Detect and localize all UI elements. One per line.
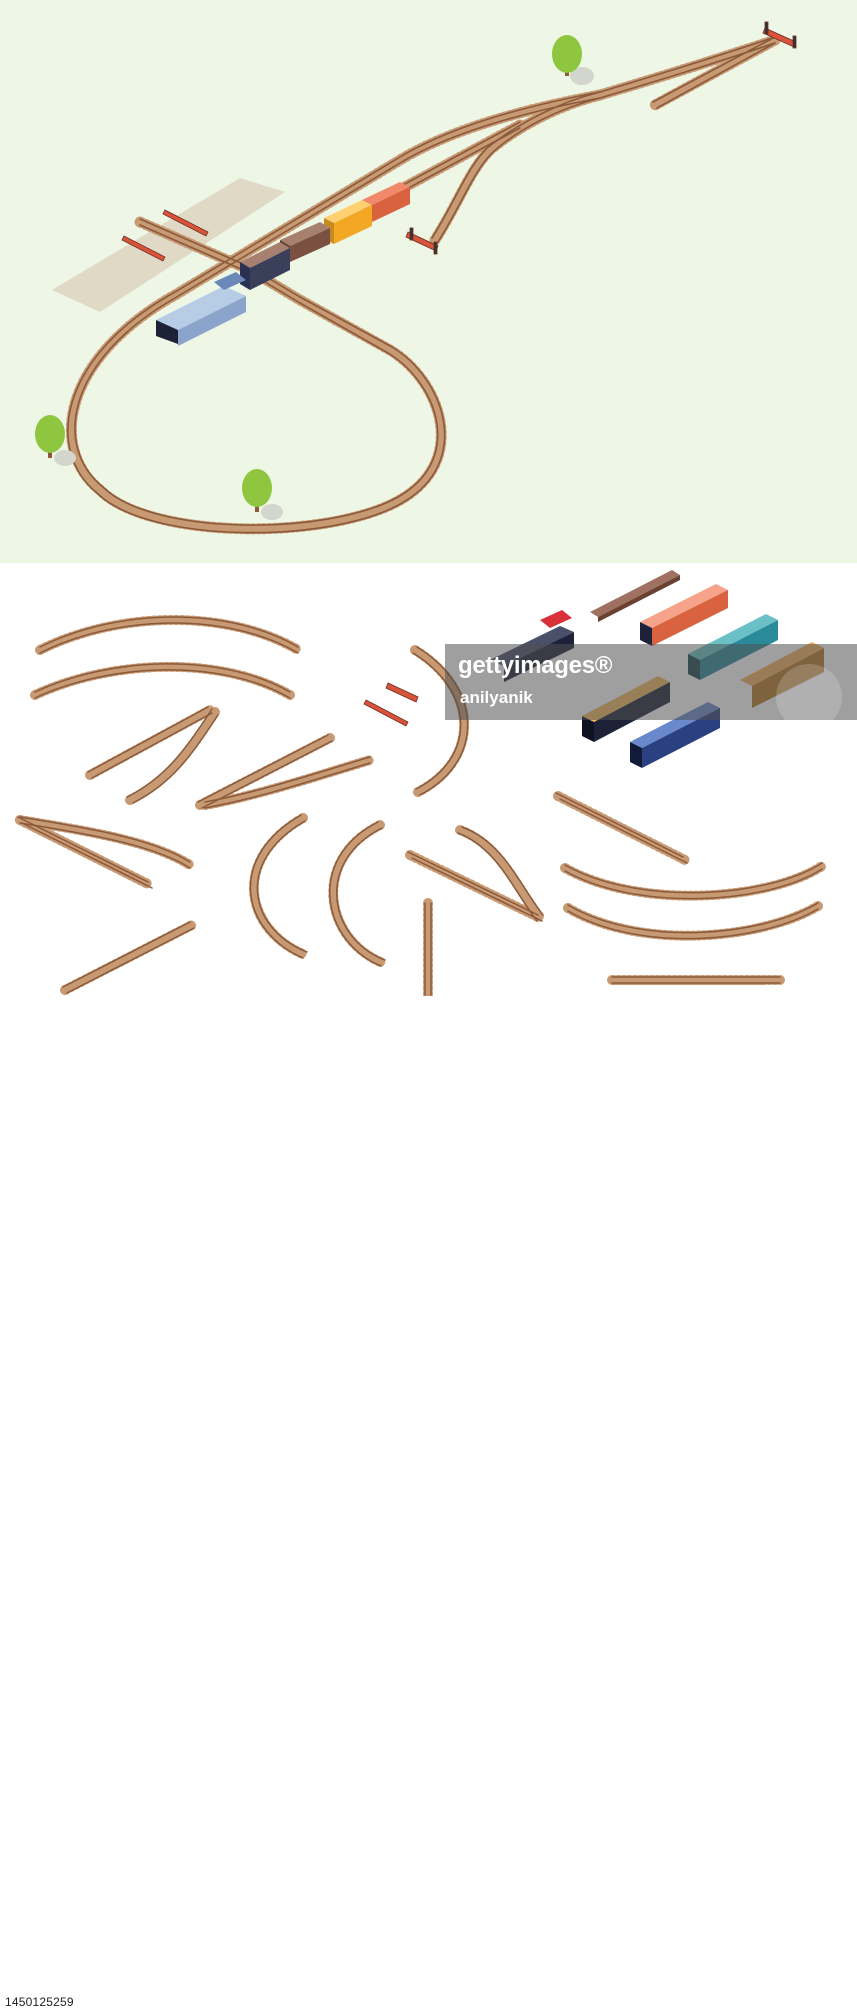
main-track-layout [65,34,781,535]
watermark-logo [776,664,842,730]
buffer-stop [121,209,209,262]
tree [35,415,76,466]
locomotive [156,272,246,346]
tree [242,469,283,520]
watermark-author: anilyanik [460,688,533,707]
image-id: 1450125259 [5,1995,74,2009]
freight-car [240,242,290,290]
isometric-railway-illustration [0,0,857,1000]
freight-car [590,570,680,622]
buffer-stop [762,21,797,49]
train [156,182,410,346]
buffer-stop [405,227,439,255]
watermark-band [445,644,857,720]
track-pieces [15,615,827,1000]
buffer-stop [363,682,419,727]
platform-shadow [52,178,285,312]
tree [552,35,594,85]
freight-car [640,584,728,646]
watermark-brand: gettyimages® [458,652,613,679]
footer: 1450125259 [0,996,857,2009]
